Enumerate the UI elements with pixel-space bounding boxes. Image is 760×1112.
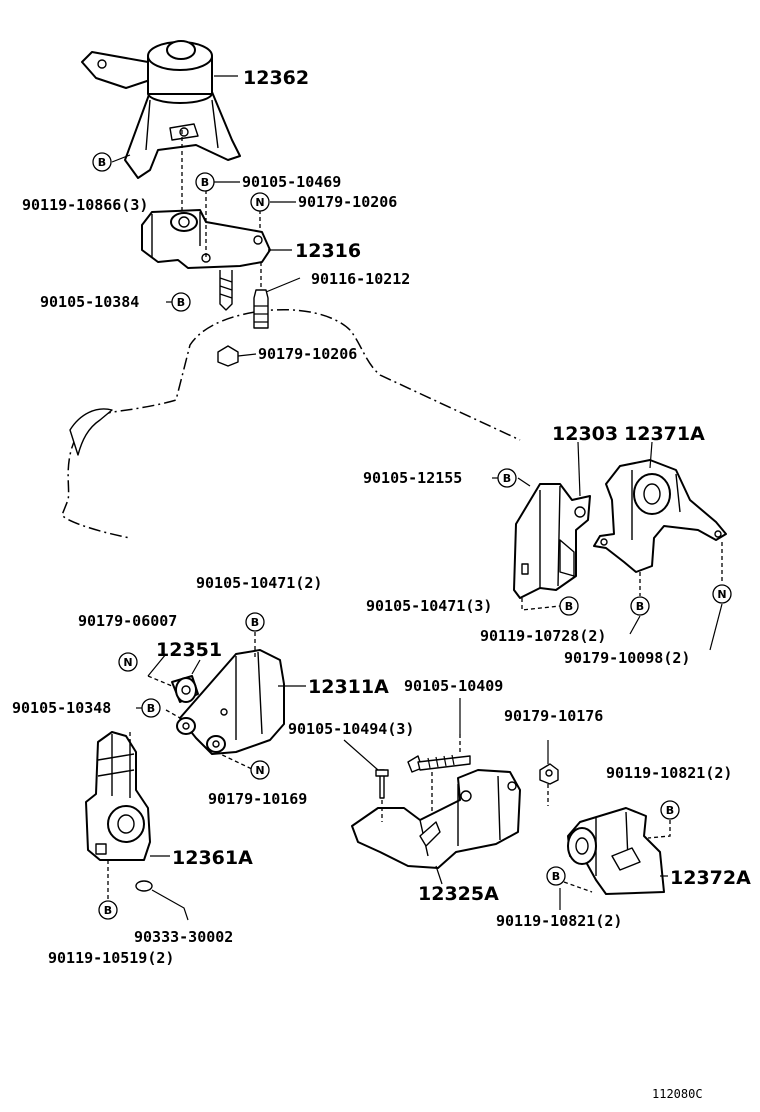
label-90116-10212: 90116-10212 (311, 270, 410, 288)
label-90119-10821-b: 90119-10821(2) (496, 912, 622, 930)
assembly-lines-left-bottom (107, 732, 131, 900)
bolt-marker: B (171, 292, 191, 312)
label-90119-10821-a: 90119-10821(2) (606, 764, 732, 782)
assembly-lines-right-bottom (547, 784, 671, 893)
label-90105-10494: 90105-10494(3) (288, 720, 414, 738)
label-12311A: 12311A (308, 676, 389, 698)
svg-text:B: B (98, 156, 106, 169)
svg-text:B: B (177, 296, 185, 309)
part-12351-bushing (171, 675, 199, 703)
label-12362: 12362 (243, 67, 309, 89)
svg-text:B: B (565, 600, 573, 613)
bolt-marker: B (195, 172, 215, 192)
label-90179-10176: 90179-10176 (504, 707, 603, 725)
part-12372A-mount (539, 763, 665, 895)
label-12303: 12303 (552, 423, 618, 445)
label-12325A: 12325A (418, 883, 499, 905)
bolt-marker: B (92, 152, 112, 172)
part-12361A-mount (85, 731, 189, 921)
svg-text:B: B (666, 804, 674, 817)
svg-text:B: B (503, 472, 511, 485)
svg-text:N: N (123, 656, 132, 669)
part-12371A-mount (593, 459, 727, 573)
diagram-reference-code: 112080C (652, 1087, 703, 1101)
engine-outline (61, 309, 521, 539)
bolt-marker: B (245, 612, 265, 632)
assembly-lines-top (181, 130, 262, 290)
label-90105-12155: 90105-12155 (363, 469, 462, 487)
label-90179-10206-a: 90179-10206 (298, 193, 397, 211)
label-90105-10471-2: 90105-10471(2) (196, 574, 322, 592)
label-90119-10728: 90119-10728(2) (480, 627, 606, 645)
svg-text:B: B (147, 702, 155, 715)
svg-text:B: B (636, 600, 644, 613)
part-12325A-bracket (351, 754, 521, 869)
label-90119-10519: 90119-10519(2) (48, 949, 174, 967)
nut-marker: N (250, 192, 270, 212)
label-12351: 12351 (156, 639, 222, 661)
label-90179-06007: 90179-06007 (78, 612, 177, 630)
svg-text:N: N (255, 764, 264, 777)
svg-text:B: B (201, 176, 209, 189)
label-90179-10206-b: 90179-10206 (258, 345, 357, 363)
fastener-markers: B B N B B B B N B N B N B B B (92, 152, 732, 920)
svg-text:B: B (104, 904, 112, 917)
label-90105-10471-3: 90105-10471(3) (366, 597, 492, 615)
label-90179-10098: 90179-10098(2) (564, 649, 690, 667)
label-90105-10384: 90105-10384 (40, 293, 139, 311)
nut-marker: N (118, 652, 138, 672)
label-90179-10169: 90179-10169 (208, 790, 307, 808)
label-90105-10469: 90105-10469 (242, 173, 341, 191)
label-12316: 12316 (295, 240, 361, 262)
svg-text:B: B (251, 616, 259, 629)
assembly-lines-center-bottom (381, 734, 461, 822)
label-90119-10866: 90119-10866(3) (22, 196, 148, 214)
assembly-lines-middle (147, 632, 256, 771)
bolt-marker: B (497, 468, 517, 488)
label-90333-30002: 90333-30002 (134, 928, 233, 946)
nut-marker: N (250, 760, 270, 780)
leader-lines (111, 75, 723, 910)
svg-text:B: B (552, 870, 560, 883)
label-12372A: 12372A (670, 867, 751, 889)
nut-marker: N (712, 584, 732, 604)
label-90105-10348: 90105-10348 (12, 699, 111, 717)
label-90105-10409: 90105-10409 (404, 677, 503, 695)
bolt-marker: B (630, 596, 650, 616)
part-number-labels: 12362 90119-10866(3) 90105-10469 90179-1… (12, 67, 751, 1101)
part-12303-bracket (513, 483, 591, 599)
bolt-marker: B (141, 698, 161, 718)
label-12371A: 12371A (624, 423, 705, 445)
svg-text:N: N (717, 588, 726, 601)
bolt-marker: B (660, 800, 680, 820)
label-12361A: 12361A (172, 847, 253, 869)
bolt-marker: B (98, 900, 118, 920)
part-12362-upper-mount (81, 40, 241, 179)
bolt-marker: B (546, 866, 566, 886)
svg-text:N: N (255, 196, 264, 209)
assembly-lines-right-top (521, 542, 723, 611)
part-12311A-bracket (176, 649, 285, 755)
bolt-marker: B (559, 596, 579, 616)
